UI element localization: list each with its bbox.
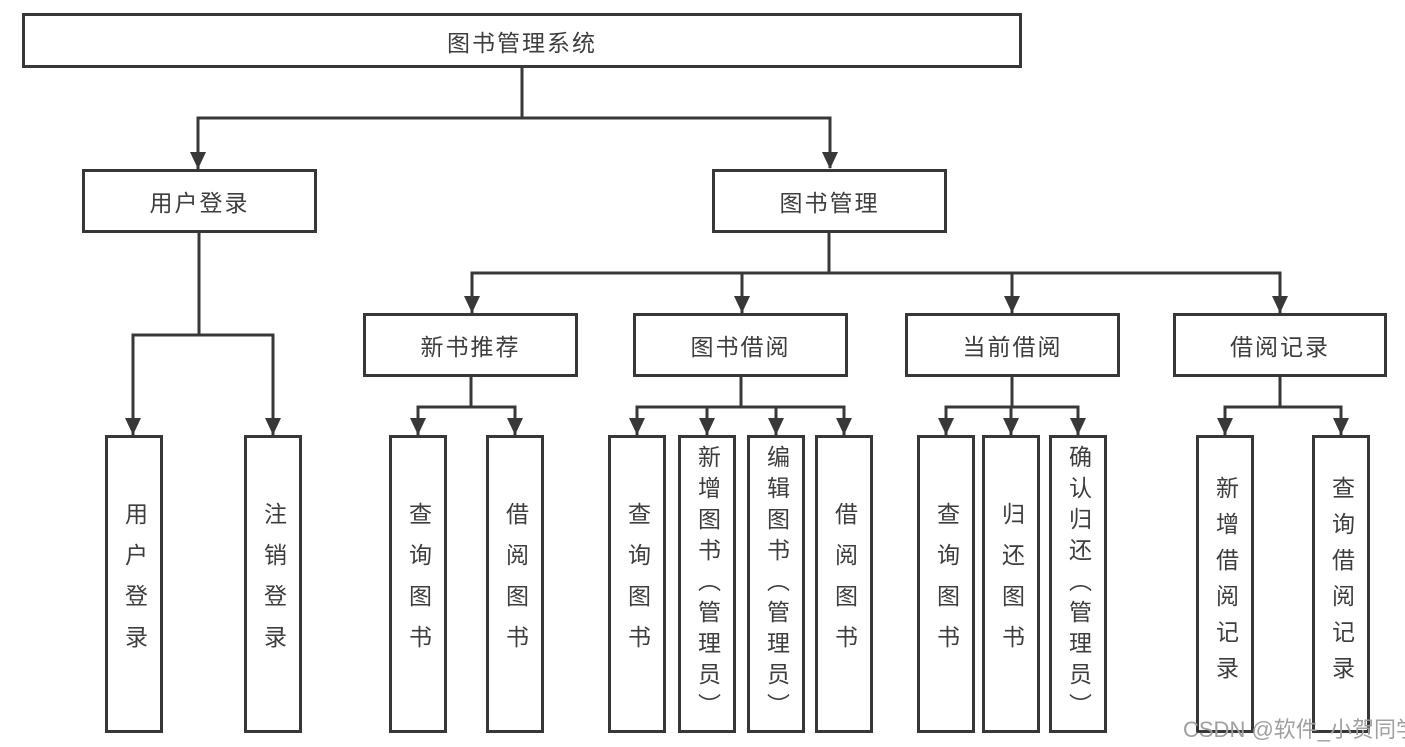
leaf-add-borrow-record: 新增借阅记录	[1196, 435, 1254, 733]
leaf-query-books-borrow-label: 查询图书	[624, 502, 651, 666]
leaf-query-borrow-record-label: 查询借阅记录	[1328, 476, 1355, 692]
node-new-book-recommend: 新书推荐	[363, 313, 578, 377]
leaf-add-book-admin: 新增图书（管理员）	[678, 435, 736, 733]
leaf-borrow-books: 借阅图书	[815, 435, 873, 733]
node-book-management: 图书管理	[712, 169, 947, 233]
node-current-borrow: 当前借阅	[905, 313, 1120, 377]
node-user-login: 用户登录	[82, 169, 317, 233]
leaf-logout-label: 注销登录	[260, 502, 287, 666]
leaf-confirm-return-admin-label: 确认归还（管理员）	[1065, 444, 1092, 724]
leaf-edit-book-admin: 编辑图书（管理员）	[747, 435, 805, 733]
leaf-edit-book-admin-label: 编辑图书（管理员）	[763, 444, 790, 724]
leaf-borrow-books-label: 借阅图书	[831, 502, 858, 666]
leaf-query-books-current: 查询图书	[917, 435, 975, 733]
node-library-management-system: 图书管理系统	[22, 13, 1022, 68]
leaf-user-login-label: 用户登录	[121, 502, 148, 666]
leaf-confirm-return-admin: 确认归还（管理员）	[1049, 435, 1107, 733]
node-book-borrow: 图书借阅	[633, 313, 848, 377]
leaf-add-borrow-record-label: 新增借阅记录	[1212, 476, 1239, 692]
leaf-query-borrow-record: 查询借阅记录	[1312, 435, 1370, 733]
leaf-query-books-recommend-label: 查询图书	[405, 502, 432, 666]
leaf-return-book-label: 归还图书	[998, 502, 1025, 666]
leaf-query-books-recommend: 查询图书	[389, 435, 447, 733]
leaf-query-books-borrow: 查询图书	[608, 435, 666, 733]
leaf-borrow-books-recommend: 借阅图书	[486, 435, 544, 733]
leaf-borrow-books-recommend-label: 借阅图书	[502, 502, 529, 666]
node-borrow-records: 借阅记录	[1173, 313, 1387, 377]
leaf-return-book: 归还图书	[982, 435, 1040, 733]
leaf-query-books-current-label: 查询图书	[933, 502, 960, 666]
leaf-user-login: 用户登录	[105, 435, 163, 733]
leaf-add-book-admin-label: 新增图书（管理员）	[694, 444, 721, 724]
leaf-logout: 注销登录	[244, 435, 302, 733]
